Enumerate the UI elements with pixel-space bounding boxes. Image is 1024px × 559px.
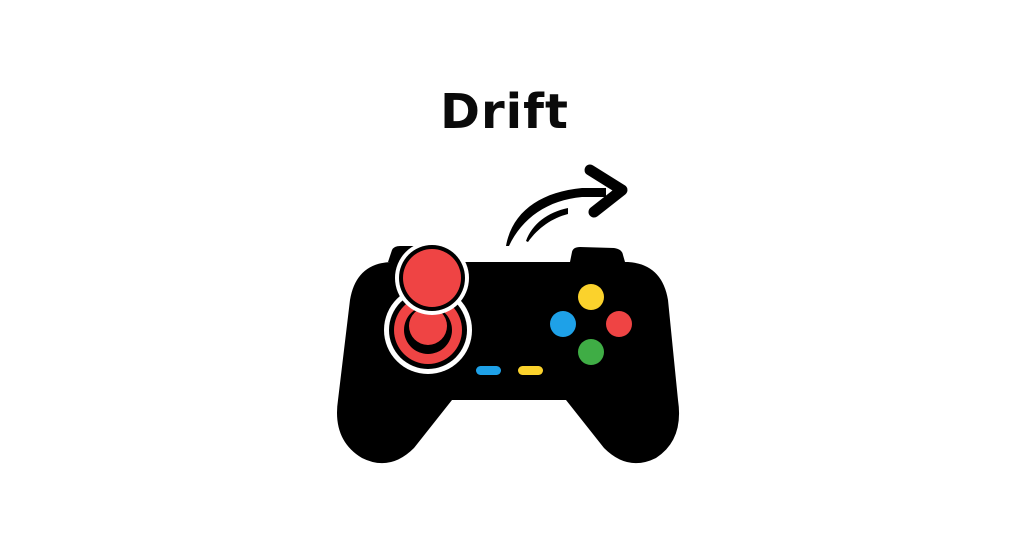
title-drift: Drift — [440, 84, 569, 140]
curved-arrow-icon — [506, 164, 628, 246]
face-button-top-yellow — [578, 284, 604, 310]
controller-body — [337, 262, 680, 464]
right-bumper — [570, 247, 625, 262]
start-button-yellow — [518, 366, 543, 375]
left-thumbstick — [395, 241, 469, 315]
face-button-left-blue — [550, 311, 576, 337]
select-button-blue — [476, 366, 501, 375]
face-button-bottom-green — [578, 339, 604, 365]
face-button-right-red — [606, 311, 632, 337]
